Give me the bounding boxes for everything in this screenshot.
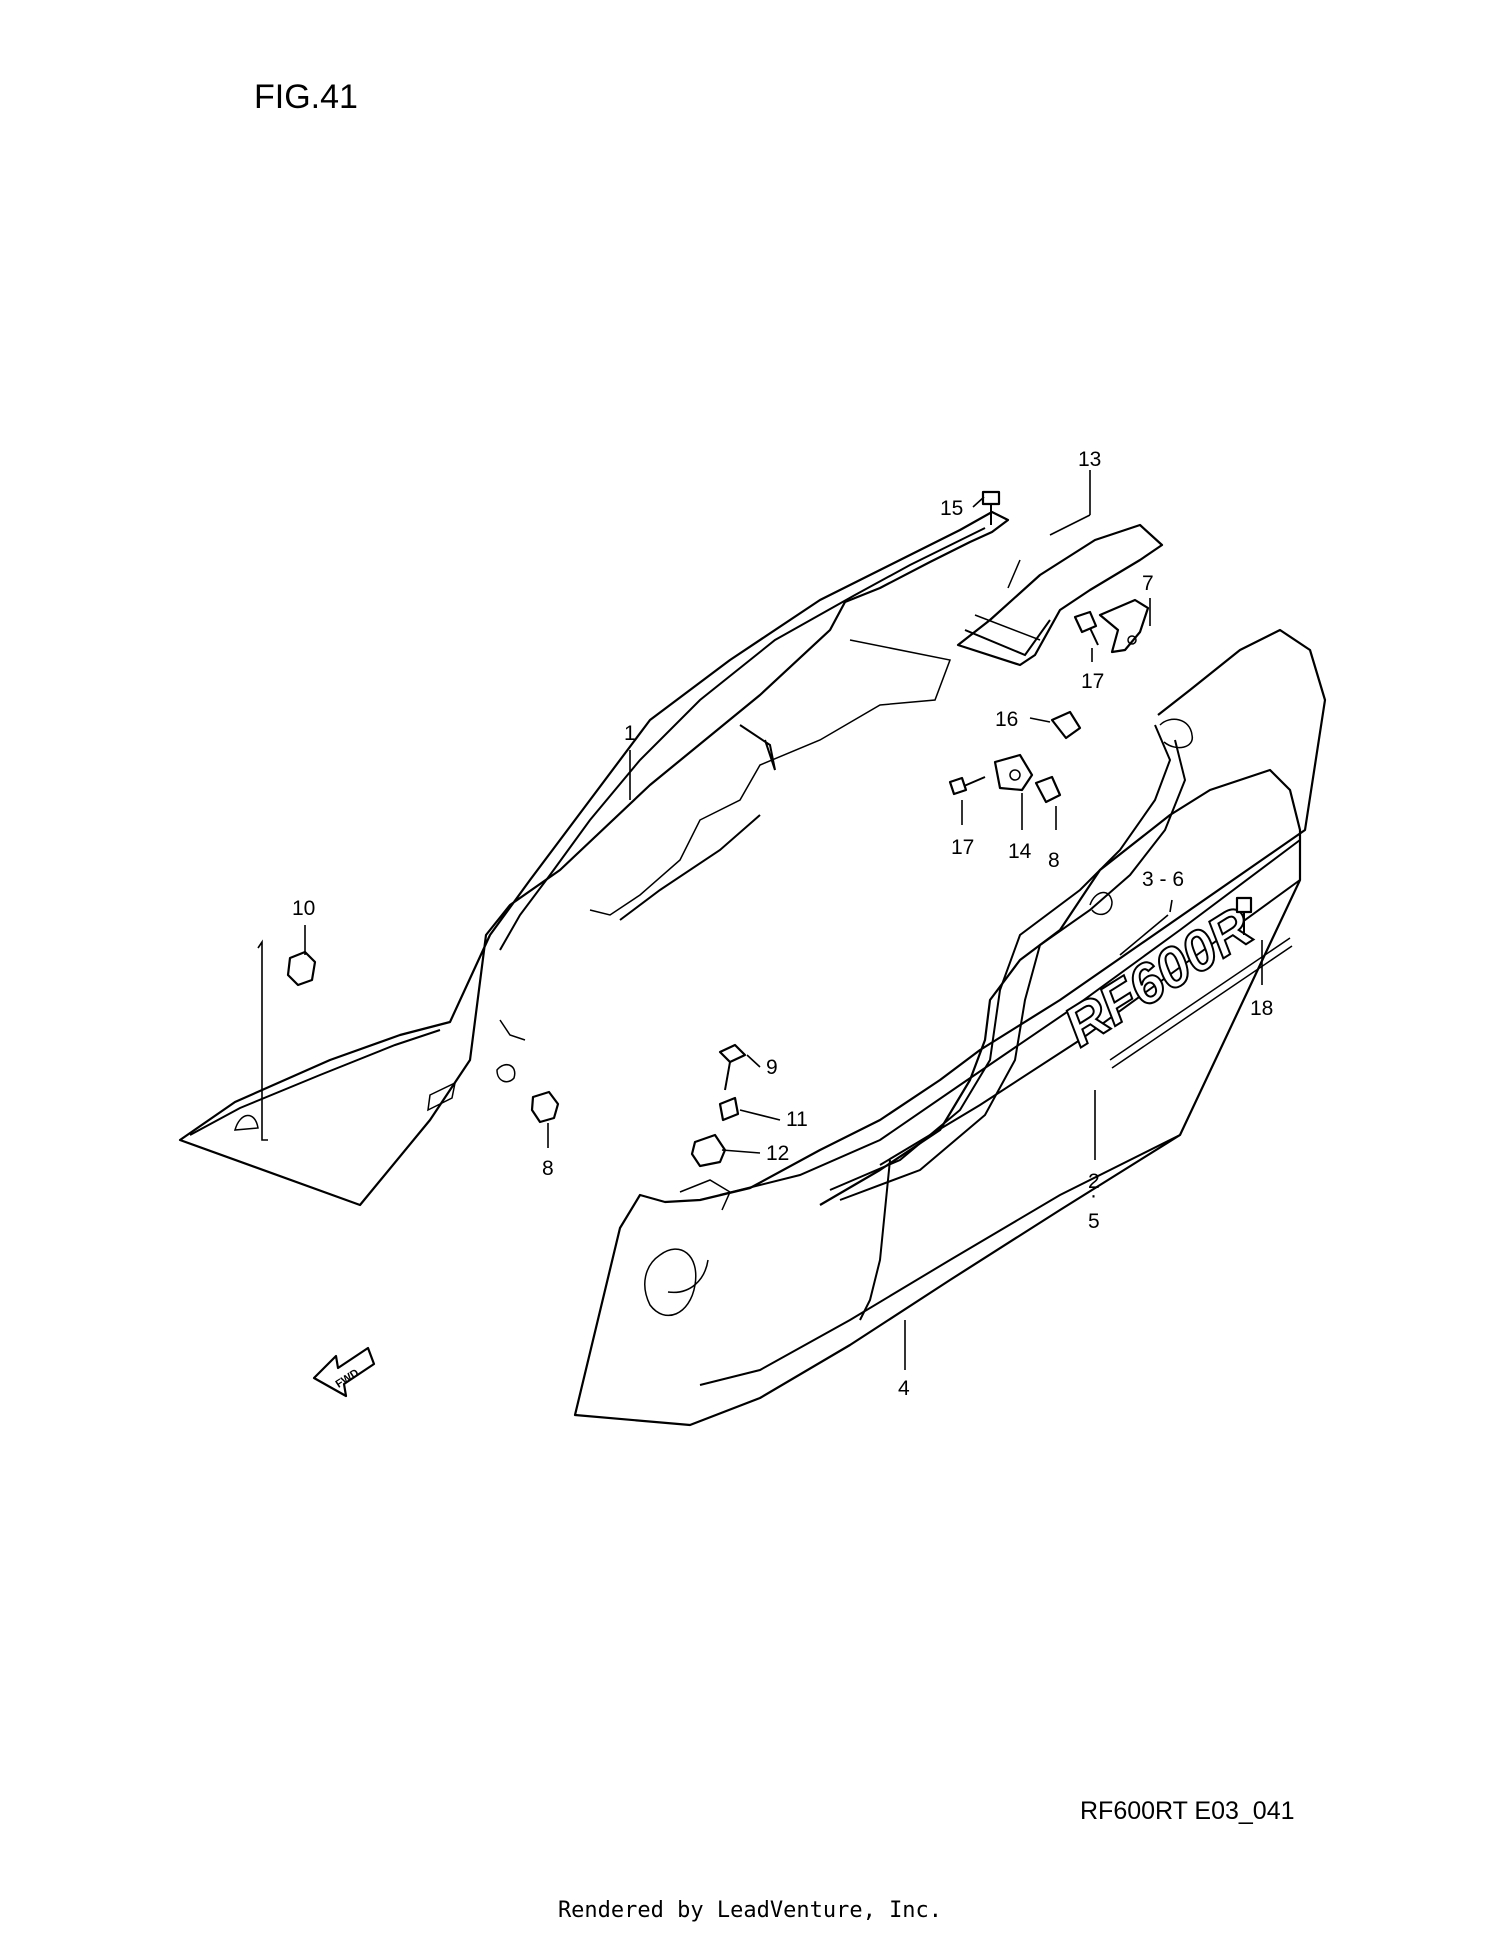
callout-8-upper: 8 [1048, 849, 1060, 872]
grommet-8-upper [1034, 775, 1062, 804]
leader-lines [257, 470, 1263, 1370]
callout-15: 15 [940, 497, 963, 520]
callout-1: 1 [624, 722, 636, 745]
grommet-8-lower [530, 1090, 560, 1124]
tail-piece [956, 523, 1164, 667]
callout-18: 18 [1250, 997, 1273, 1020]
callout-10: 10 [292, 897, 315, 920]
screw-17-upper [1073, 610, 1099, 646]
fig-title: FIG.41 [254, 78, 358, 116]
clip-16 [1050, 710, 1082, 740]
callout-14: 14 [1008, 840, 1032, 863]
cushion-12 [690, 1133, 727, 1168]
callout-11: 11 [786, 1108, 808, 1131]
callout-2: 2 [1088, 1170, 1100, 1193]
bracket-14 [993, 753, 1034, 792]
callout-4: 4 [898, 1377, 910, 1400]
callout-3-6: 3 - 6 [1142, 868, 1184, 891]
callout-labels: 1 13 15 7 17 16 17 14 8 3 - 6 18 10 8 9 … [292, 448, 1273, 1400]
callout-17-middle: 17 [951, 836, 974, 859]
screw-9 [718, 1043, 747, 1091]
right-side-cover [573, 628, 1327, 1427]
left-frame-cover [178, 510, 1010, 1207]
collar-11 [718, 1096, 740, 1122]
grommet-10 [286, 950, 317, 987]
callout-7: 7 [1142, 572, 1154, 595]
callout-13: 13 [1078, 448, 1101, 471]
callout-16: 16 [995, 708, 1018, 731]
callout-8-lower: 8 [542, 1157, 554, 1180]
model-code: RF600RT E03_041 [1080, 1797, 1295, 1825]
bolt-18 [1235, 896, 1253, 935]
callout-separator: · [1090, 1184, 1097, 1207]
render-credit: Rendered by LeadVenture, Inc. [557, 1898, 943, 1923]
callout-17-upper: 17 [1081, 670, 1104, 693]
screw-17-middle [948, 776, 986, 796]
callout-9: 9 [766, 1056, 778, 1079]
callout-12: 12 [766, 1142, 789, 1165]
bracket-7 [1098, 598, 1150, 654]
forward-arrow: FWD [312, 1346, 376, 1398]
callout-5: 5 [1088, 1210, 1100, 1233]
